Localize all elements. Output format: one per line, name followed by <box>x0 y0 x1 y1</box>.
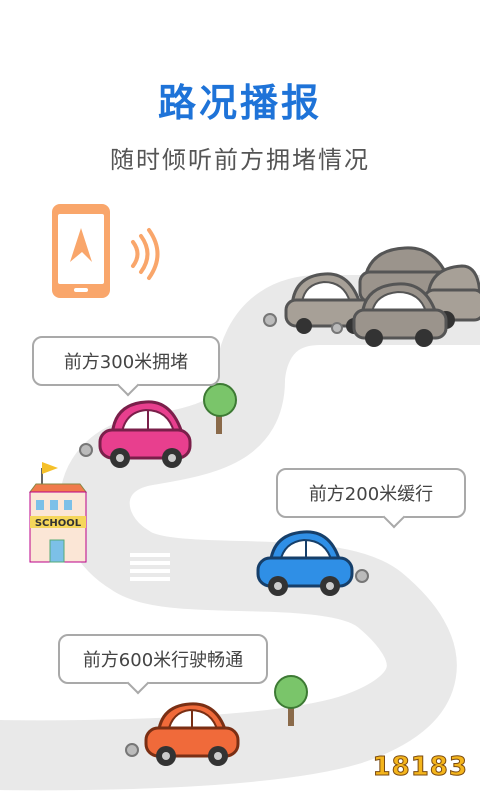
page-title: 路况播报 <box>157 81 322 125</box>
school-building: SCHOOL <box>29 462 87 563</box>
bubble-text: 前方300米拥堵 <box>63 352 189 373</box>
traffic-bubble-200m: 前方200米缓行 <box>276 468 466 518</box>
bubble-text: 前方600米行驶畅通 <box>82 650 244 671</box>
road <box>0 275 480 791</box>
orange-car <box>125 702 240 766</box>
crosswalk <box>130 553 170 581</box>
blue-car <box>256 530 369 596</box>
tree-bottom <box>274 675 308 726</box>
exhaust-puff <box>263 313 343 334</box>
jam-car-front <box>352 282 448 347</box>
watermark-logo: 18183 <box>372 752 468 783</box>
page-subtitle: 随时倾听前方拥堵情况 <box>110 146 370 174</box>
traffic-bubble-300m: 前方300米拥堵 <box>32 336 220 386</box>
school-sign: SCHOOL <box>35 518 82 529</box>
bubble-text: 前方200米缓行 <box>308 484 434 505</box>
signal-waves-icon <box>131 228 160 280</box>
tree-top <box>203 383 237 434</box>
pink-car <box>79 400 192 468</box>
traffic-bubble-600m: 前方600米行驶畅通 <box>58 634 268 684</box>
phone-navigation-icon <box>52 204 110 298</box>
